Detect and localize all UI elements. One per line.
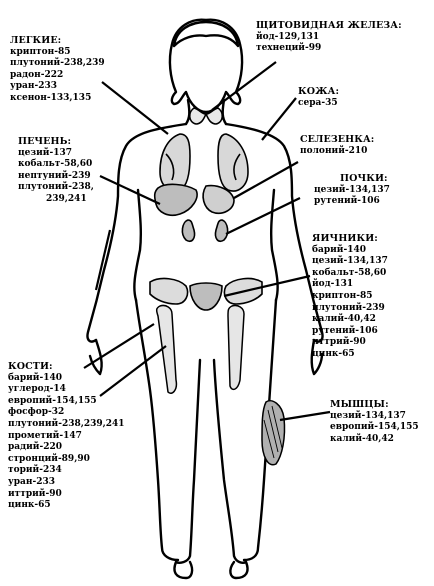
- muscles-item: европий-154,155: [330, 422, 419, 433]
- left-arm-pointer: [94, 229, 112, 291]
- bones-item: плутоний-238,239,241: [8, 418, 125, 429]
- lungs-item: ксенон-133,135: [10, 92, 92, 103]
- inner-left-leg-outline: [174, 358, 202, 564]
- kidneys-label-group: ПОЧКИ: цезий-134,137 рутений-106: [314, 173, 390, 208]
- bones-item: углерод-14: [8, 384, 66, 395]
- kidneys-item: рутений-106: [314, 196, 380, 207]
- spleen-leader-line: [233, 161, 299, 199]
- bones-label-group: КОСТИ: барий-140 углерод-14 европий-154,…: [8, 361, 125, 512]
- kidneys-item: цезий-134,137: [314, 184, 390, 195]
- ovaries-item: кобальт-58,60: [312, 267, 387, 278]
- inner-right-leg-outline: [212, 358, 248, 564]
- thyroid-item: йод-129,131: [256, 31, 320, 42]
- spleen-title: СЕЛЕЗЕНКА:: [300, 134, 375, 145]
- bones-item: европий-154,155: [8, 395, 97, 406]
- bones-item: уран-233: [8, 476, 55, 487]
- spleen-item: полоний-210: [300, 145, 368, 156]
- torso-right-outline: [224, 122, 324, 343]
- bones-item: иттрий-90: [8, 488, 62, 499]
- ovaries-item: калий-40,42: [312, 314, 376, 325]
- bones-item: радий-220: [8, 442, 62, 453]
- muscles-label-group: МЫШЦЫ: цезий-134,137 европий-154,155 кал…: [330, 399, 419, 445]
- right-leg-outline: [242, 298, 278, 562]
- left-leg-outline: [134, 298, 180, 562]
- lungs-item: уран-233: [10, 81, 57, 92]
- liver-item: 239,241: [46, 193, 87, 204]
- thyroid-title: ЩИТОВИДНАЯ ЖЕЛЕЗА:: [256, 20, 402, 31]
- liver-organ: [153, 183, 235, 217]
- ovaries-item: иттрий-90: [312, 337, 366, 348]
- ovaries-item: криптон-85: [312, 290, 373, 301]
- lungs-leader-line: [101, 81, 169, 135]
- muscle-organ: [261, 400, 286, 466]
- lungs-item: радон-222: [10, 69, 64, 80]
- kidneys-title: ПОЧКИ:: [340, 173, 388, 184]
- liver-item: плутоний-238,: [18, 182, 94, 193]
- ovaries-item: рутений-106: [312, 325, 378, 336]
- ovaries-item: цезий-134,137: [312, 256, 388, 267]
- ovaries-item: йод-131: [312, 279, 354, 290]
- muscles-leader-line: [279, 410, 331, 422]
- bones-item: торий-234: [8, 465, 62, 476]
- bones-item: фосфор-32: [8, 407, 65, 418]
- thyroid-organ: [188, 107, 224, 125]
- ovaries-item: плутоний-239: [312, 302, 385, 313]
- muscles-item: калий-40,42: [330, 433, 394, 444]
- ovaries-item: барий-140: [312, 244, 366, 255]
- lungs-item: плутоний-238,239: [10, 58, 105, 69]
- skin-label-group: КОЖА: сера-35: [298, 86, 339, 109]
- ovaries-title: ЯИЧНИКИ:: [312, 233, 378, 244]
- kidneys-leader-line: [225, 197, 301, 235]
- kidneys-organ: [181, 219, 229, 243]
- muscles-title: МЫШЦЫ:: [330, 399, 389, 410]
- spleen-label-group: СЕЛЕЗЕНКА: полоний-210: [300, 134, 374, 157]
- feet-outline: [173, 560, 249, 580]
- bones-item: прометий-147: [8, 430, 82, 441]
- liver-label-group: ПЕЧЕНЬ: цезий-137 кобальт-58,60 нептуний…: [18, 136, 94, 206]
- bones-item: стронций-89,90: [8, 453, 90, 464]
- pelvis-organ: [149, 277, 263, 311]
- lungs-title: ЛЕГКИЕ:: [10, 35, 62, 46]
- ovaries-item: цинк-65: [312, 348, 355, 359]
- thyroid-item: технеций-99: [256, 43, 322, 54]
- liver-item: кобальт-58,60: [18, 159, 93, 170]
- leader-lines: [83, 61, 331, 422]
- lungs-item: криптон-85: [10, 46, 71, 57]
- bones-leader-line-2: [99, 345, 167, 397]
- ovaries-label-group: ЯИЧНИКИ: барий-140 цезий-134,137 кобальт…: [312, 233, 388, 361]
- muscles-item: цезий-134,137: [330, 410, 406, 421]
- lungs-label-group: ЛЕГКИЕ: криптон-85 плутоний-238,239 радо…: [10, 35, 105, 105]
- liver-leader-line: [99, 175, 161, 205]
- thyroid-label-group: ЩИТОВИДНАЯ ЖЕЛЕЗА: йод-129,131 технеций-…: [256, 20, 402, 55]
- hair-outline: [172, 20, 240, 48]
- skin-item: сера-35: [298, 97, 338, 108]
- bones-organ: [155, 304, 245, 394]
- bones-item: цинк-65: [8, 500, 51, 511]
- ovaries-leader-line: [223, 274, 311, 298]
- liver-item: нептуний-239: [18, 170, 91, 181]
- bones-title: КОСТИ:: [8, 361, 53, 372]
- right-waist-outline: [269, 188, 279, 302]
- thyroid-leader-line: [211, 61, 277, 111]
- right-hand-outline: [310, 338, 324, 376]
- liver-title: ПЕЧЕНЬ:: [18, 136, 72, 147]
- bones-leader-line: [83, 323, 155, 369]
- torso-left-outline: [86, 122, 188, 343]
- lungs-organ: [159, 133, 249, 192]
- liver-item: цезий-137: [18, 147, 72, 158]
- skin-leader-line: [261, 97, 297, 141]
- bones-item: барий-140: [8, 372, 62, 383]
- head-outline: [168, 18, 244, 114]
- left-waist-outline: [133, 188, 143, 302]
- skin-title: КОЖА:: [298, 86, 340, 97]
